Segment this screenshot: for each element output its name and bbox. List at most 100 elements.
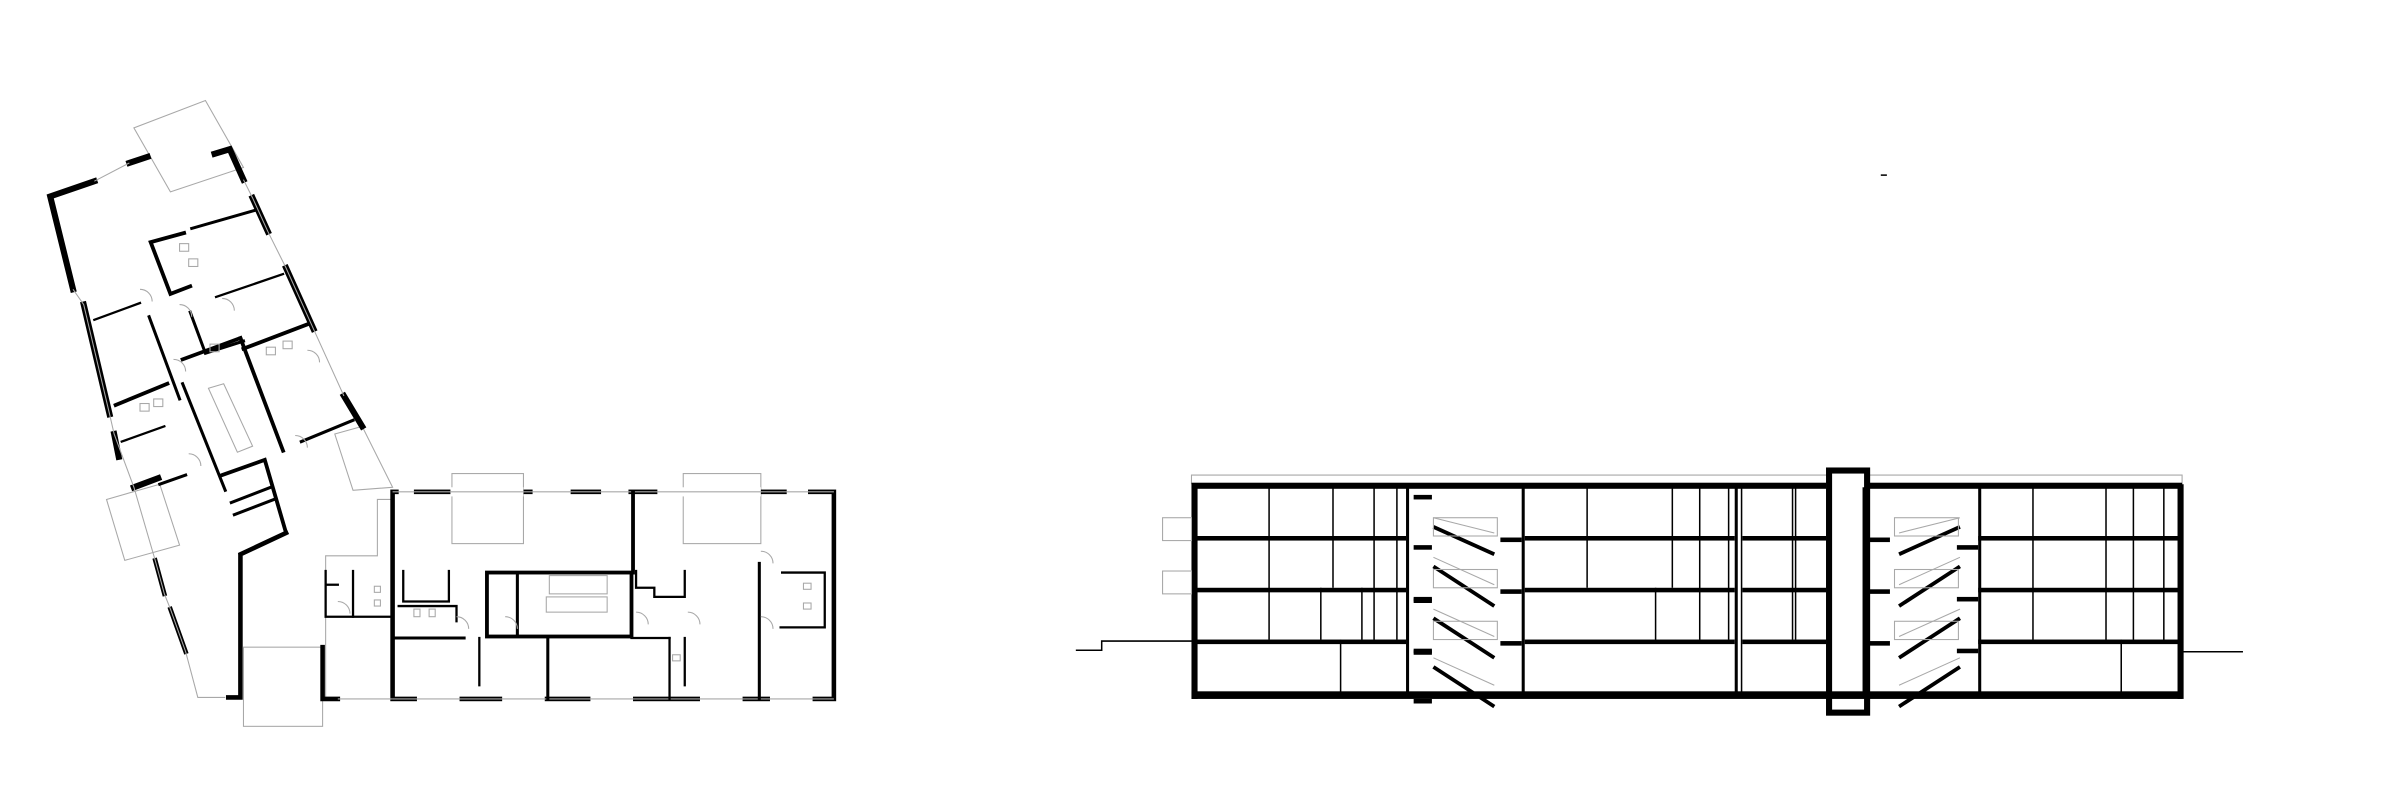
stair-flight [1898, 616, 1961, 660]
stair-rail [1898, 556, 1961, 586]
fixture [139, 402, 150, 412]
landing [1868, 641, 1890, 646]
stair-rail [1433, 657, 1495, 686]
landing [1413, 648, 1432, 654]
stair-rail [1898, 517, 1961, 534]
exterior-wall [125, 152, 152, 167]
door [636, 611, 649, 625]
interior-wall [92, 301, 142, 322]
door [179, 304, 193, 317]
fixture [209, 343, 220, 353]
window-box [1162, 570, 1193, 595]
door [337, 600, 351, 614]
balcony [242, 646, 324, 727]
floor-slab [1191, 587, 1407, 593]
stair-flight [1432, 564, 1496, 608]
window-line [72, 289, 226, 698]
floor-slab [1524, 536, 1735, 541]
floor-slab [1742, 587, 1827, 593]
stair-outline [1432, 568, 1498, 589]
stair-flight [1898, 564, 1961, 608]
fixture [188, 258, 199, 268]
balcony [133, 99, 245, 193]
fixture [153, 398, 164, 408]
floor-plan [46, 99, 837, 727]
window-line [242, 179, 345, 397]
interior-wall [299, 418, 356, 444]
stair-flight [1432, 665, 1496, 709]
fixture [802, 582, 812, 590]
bathroom-wall [779, 571, 826, 629]
interior-wall [189, 208, 258, 231]
bathroom-wall [397, 604, 458, 623]
floor-slab [1978, 587, 2183, 593]
stair [207, 383, 254, 453]
window-box [1162, 517, 1193, 542]
stair-rail [1898, 608, 1961, 637]
door [505, 616, 518, 629]
exterior-wall [225, 529, 290, 700]
door [222, 297, 235, 311]
floor-slab [1978, 639, 2183, 645]
landing [1413, 698, 1432, 704]
terrace-outline [325, 498, 392, 698]
floor-slab [1978, 536, 2183, 541]
stair-outline [1432, 620, 1498, 641]
door [139, 288, 153, 302]
floor-slab [1742, 639, 1827, 645]
core-wall [229, 485, 273, 505]
terrace-outline [334, 425, 394, 491]
interior-wall [237, 335, 286, 454]
exterior-wall [210, 145, 248, 184]
landing [1500, 641, 1522, 646]
door [687, 611, 701, 625]
exterior-wall [339, 391, 367, 431]
parapet [1868, 474, 2183, 485]
partitions [1268, 487, 2165, 693]
floor-slab [1524, 587, 1735, 593]
interior-wall [188, 310, 246, 356]
stairs [1413, 494, 1979, 709]
stair-rail [1433, 517, 1495, 534]
landing [1868, 537, 1890, 543]
building-section [1075, 467, 2243, 716]
wall [1740, 487, 1743, 693]
interior-wall [148, 230, 193, 297]
stair-wall [1978, 487, 1982, 693]
stair-wall [1521, 487, 1525, 693]
landing [1413, 596, 1432, 602]
fixture [428, 608, 436, 618]
parapet [1190, 474, 1827, 485]
window-line [94, 162, 130, 182]
interior-wall [120, 424, 166, 444]
interior-wall [241, 321, 310, 352]
stair-core [485, 570, 634, 639]
balcony [451, 473, 524, 545]
fixture [179, 243, 190, 252]
exterior-wall [129, 474, 163, 492]
landing [1500, 537, 1522, 543]
landing [1956, 648, 1979, 654]
stair [548, 575, 608, 595]
fixture [373, 585, 381, 593]
door [760, 550, 774, 564]
door [456, 616, 470, 629]
elevator-shaft [1826, 467, 1871, 716]
stair-outline [1893, 517, 1959, 537]
landing [1413, 494, 1432, 500]
roof-slab [1868, 482, 2183, 489]
exterior-wall [320, 644, 341, 702]
interior-wall [147, 314, 182, 401]
door [760, 616, 774, 629]
fixture [282, 340, 293, 350]
floor-slab [1191, 639, 1407, 645]
foundation-slab [1191, 691, 2183, 699]
ground-line [1075, 640, 1192, 651]
interior-wall [180, 381, 228, 493]
interior-wall [214, 272, 285, 299]
door [295, 434, 308, 448]
stair-flight [1898, 665, 1961, 709]
landing [1956, 545, 1979, 550]
stair-landing [545, 596, 608, 613]
